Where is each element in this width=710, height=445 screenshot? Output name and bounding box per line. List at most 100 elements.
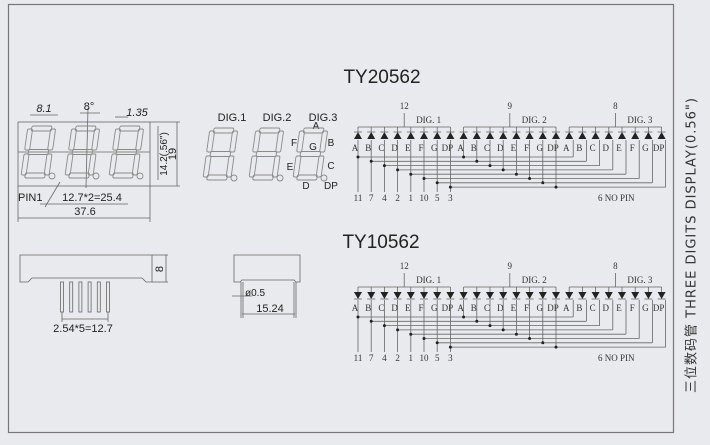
- diode-icon: [538, 132, 547, 139]
- junction-dot: [448, 185, 452, 189]
- diode-icon: [604, 132, 613, 139]
- junction-dot: [488, 324, 492, 328]
- segment-label: DP: [653, 303, 665, 313]
- junction-dot: [541, 341, 545, 345]
- segment: [68, 172, 90, 179]
- segment-pin-number: 3: [448, 193, 453, 203]
- junction-dot: [488, 164, 492, 168]
- junction-dot: [514, 332, 518, 336]
- diode-icon: [657, 292, 666, 299]
- diode-icon: [565, 292, 574, 299]
- segment-label: B: [365, 143, 371, 153]
- segment-label: D: [603, 303, 610, 313]
- segment-pin-number: 4: [382, 353, 387, 363]
- segment: [27, 149, 49, 155]
- segment: [64, 153, 74, 176]
- segment: [255, 151, 277, 157]
- segment-label: DP: [442, 303, 454, 313]
- segment-label: G: [431, 303, 438, 313]
- junction-dot: [396, 168, 400, 172]
- dim-pin-pitch: 2.54*5=12.7: [53, 323, 113, 335]
- segment: [315, 155, 325, 178]
- segment-label: F: [630, 143, 635, 153]
- segment-pin-number: 11: [354, 193, 363, 203]
- diode-icon: [354, 292, 362, 299]
- diode-icon: [578, 292, 587, 299]
- junction-dot: [462, 155, 466, 159]
- segment-pin-number: 2: [395, 353, 400, 363]
- segment-pin-number: 3: [448, 353, 453, 363]
- seg-label-c: C: [327, 161, 334, 172]
- model-title-top: TY20562: [343, 67, 420, 88]
- diode-icon: [420, 292, 428, 299]
- segment: [68, 128, 77, 151]
- segment-label: C: [484, 143, 490, 153]
- segment-label: D: [391, 303, 398, 313]
- segment-label: G: [642, 303, 649, 313]
- segment: [213, 127, 235, 134]
- dim-digit-width: 8.1: [36, 103, 51, 115]
- segment-label: B: [576, 303, 582, 313]
- junction-dot: [475, 319, 479, 323]
- common-pin-number: 8: [613, 101, 618, 111]
- segment: [24, 128, 33, 151]
- segment-label: D: [603, 143, 610, 153]
- segment-label: A: [457, 303, 464, 313]
- junction-dot: [356, 155, 360, 159]
- segment-label: E: [511, 303, 517, 313]
- diode-icon: [512, 132, 521, 139]
- segment-label: DP: [547, 303, 559, 313]
- junction-dot: [435, 181, 439, 185]
- diode-icon: [512, 292, 521, 299]
- segment-label: G: [431, 143, 438, 153]
- segment-label: B: [576, 143, 582, 153]
- segment-pin-number: 10: [420, 193, 430, 203]
- dim-angle: 8°: [84, 101, 95, 113]
- seven-segment-digit: [20, 125, 56, 179]
- diode-icon: [631, 292, 640, 299]
- decimal-point: [92, 172, 100, 180]
- junction-dot: [396, 328, 400, 332]
- diode-icon: [446, 292, 455, 299]
- segment: [31, 125, 53, 132]
- diode-icon: [499, 132, 508, 139]
- segment-label: DP: [653, 143, 665, 153]
- segment-label: C: [378, 303, 384, 313]
- seg-label-d: D: [302, 181, 309, 192]
- junction-dot: [448, 345, 452, 349]
- segment: [225, 155, 235, 178]
- model-title-bottom: TY10562: [342, 232, 419, 253]
- segment-label: A: [352, 303, 359, 313]
- segment: [112, 172, 134, 179]
- segment: [292, 155, 302, 178]
- seg-label-f: F: [291, 138, 297, 149]
- segment: [206, 130, 215, 153]
- pin: [69, 281, 74, 313]
- segment-pin-number: 7: [369, 353, 374, 363]
- segment-label: G: [642, 143, 649, 153]
- junction-dot: [475, 159, 479, 163]
- diode-icon: [354, 132, 362, 139]
- junction-dot: [501, 328, 505, 332]
- decimal-point: [320, 174, 328, 182]
- segment-label: F: [418, 143, 423, 153]
- junction-dot: [409, 332, 413, 336]
- junction-dot: [422, 177, 426, 180]
- segment: [71, 149, 93, 155]
- diode-icon: [618, 132, 626, 139]
- dim-length: 37.6: [74, 206, 95, 218]
- diode-icon: [538, 292, 547, 299]
- diode-icon: [525, 132, 534, 139]
- common-pin-number: 9: [508, 261, 513, 271]
- junction-dot: [422, 337, 426, 340]
- decimal-point: [136, 172, 144, 180]
- diode-icon: [486, 292, 494, 299]
- diode-icon: [552, 132, 560, 139]
- digit-label: DIG. 2: [522, 115, 547, 125]
- diode-icon: [591, 132, 600, 139]
- dim-pin-diameter: ø0.5: [245, 288, 265, 299]
- diode-icon: [552, 292, 560, 299]
- diode-icon: [499, 292, 508, 299]
- common-pin-number: 12: [400, 101, 409, 111]
